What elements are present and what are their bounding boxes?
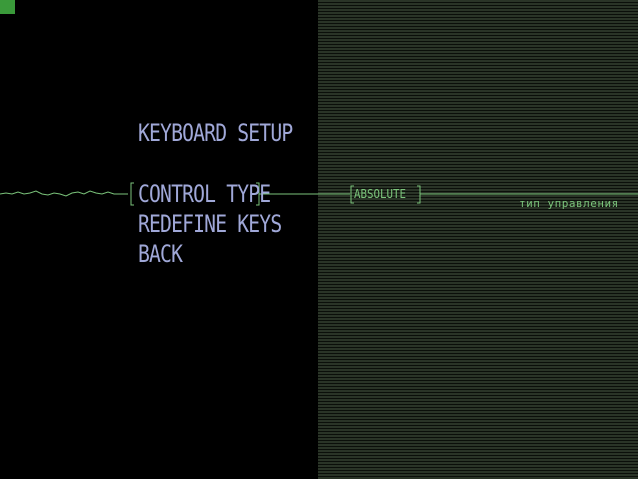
selection-indicator: [0, 182, 638, 206]
menu-item-control-type[interactable]: CONTROL TYPE: [138, 180, 271, 208]
corner-marker: [0, 0, 15, 14]
selection-bracket-left: [130, 182, 134, 206]
menu-title: KEYBOARD SETUP: [138, 119, 293, 147]
value-bracket-left: [350, 185, 354, 204]
menu-item-back[interactable]: BACK: [138, 240, 183, 268]
scanline-panel: [318, 0, 638, 479]
control-type-value[interactable]: ABSOLUTE: [354, 187, 407, 201]
option-hint: тип управления: [519, 197, 619, 210]
menu-item-redefine-keys[interactable]: REDEFINE KEYS: [138, 210, 282, 238]
selection-waveform: [0, 190, 128, 197]
value-bracket-right: [417, 185, 421, 204]
